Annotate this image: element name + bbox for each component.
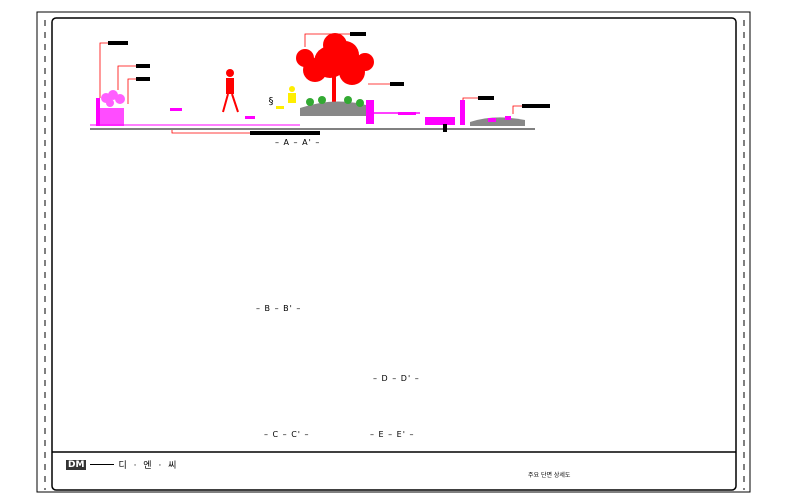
section-label-ee: – E – E' – [370, 430, 415, 439]
person-walking-figure [222, 69, 239, 113]
svg-text:§: § [268, 96, 274, 107]
section-label-aa: – A – A' – [275, 138, 321, 147]
section-label-bb: – B – B' – [256, 304, 302, 313]
section-label-cc: – C – C' – [264, 430, 310, 439]
sheet-frame [36, 11, 751, 493]
logo-divider [90, 464, 115, 465]
company-name: 디 · 엔 · 씨 [118, 461, 179, 471]
red-tree [296, 33, 374, 102]
title-block-logo: DM 디 · 엔 · 씨 [66, 458, 178, 471]
company-logo: DM [66, 459, 87, 470]
section-label-dd: – D – D' – [373, 374, 420, 383]
section-aa-drawing: § [90, 32, 550, 135]
sheet-title: 주요 단면 상세도 [528, 472, 571, 479]
